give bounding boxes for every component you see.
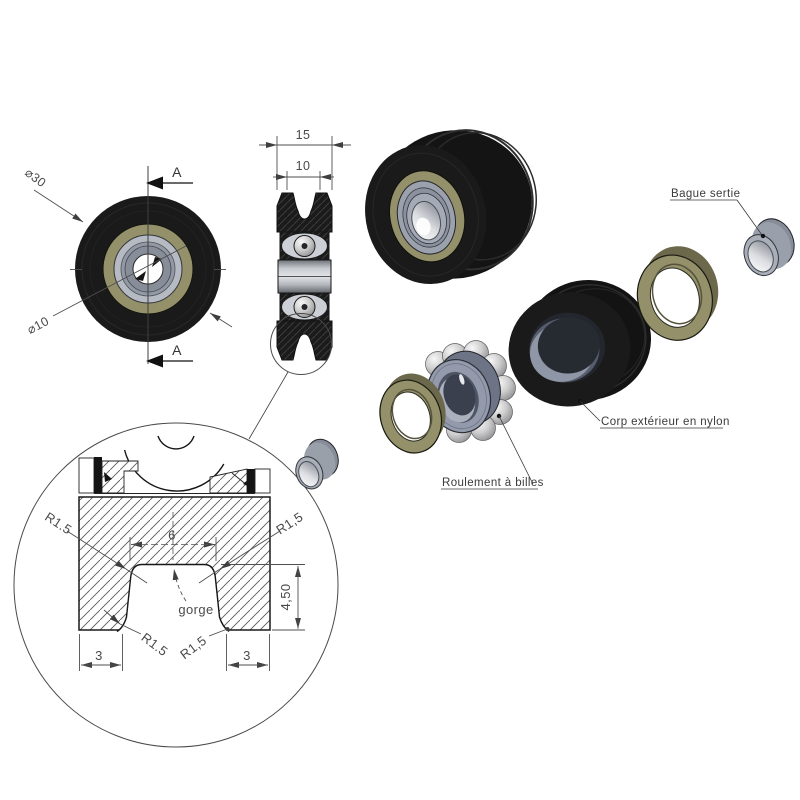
r15-br-dot xyxy=(225,627,230,631)
crimped-ring-bore xyxy=(747,240,774,273)
render-crimped-ring-small xyxy=(295,438,339,490)
dim-flange-right: 3 xyxy=(226,634,270,671)
front-view: ⌀30 ⌀10 A A xyxy=(22,164,233,368)
render-washer-right xyxy=(636,246,719,341)
crimped-ring-leader xyxy=(736,199,763,236)
render-assembled-pulley xyxy=(365,129,537,285)
pulley-bore-highlight xyxy=(416,217,431,236)
label-corp-exterieur: Corp extérieur en nylon xyxy=(577,398,730,429)
section-line-a-top: A xyxy=(146,164,193,190)
bore-diameter-label: ⌀10 xyxy=(25,314,52,337)
r15-bl-tail xyxy=(119,623,142,635)
body-hole-interior xyxy=(537,317,600,374)
washer-right-hole xyxy=(649,267,700,328)
bore-mark-left xyxy=(135,271,146,281)
render-crimped-ring xyxy=(743,218,795,277)
label-bague-sertie: Bague sertie xyxy=(670,188,766,239)
dim-groove-width: 6 xyxy=(129,528,217,561)
detail-content xyxy=(78,435,271,646)
dim-groove-depth: 4,50 xyxy=(221,564,305,631)
groove-annotation: gorge xyxy=(172,568,213,617)
section-arrow-top xyxy=(146,176,163,190)
dim-3r-text: 3 xyxy=(243,648,251,663)
r15-tr-leader xyxy=(219,530,281,570)
r15-tr-tail xyxy=(198,568,221,584)
crimped-ring-leader-dot xyxy=(760,233,766,239)
race-wall-right xyxy=(254,468,271,494)
hub-bore-glint xyxy=(459,374,465,385)
r15-tl-leader xyxy=(66,530,127,570)
detail-callout-circle xyxy=(270,313,332,375)
race-wall-left xyxy=(78,457,95,494)
ball-bearing-label: Roulement à billes xyxy=(442,477,544,489)
section-line-a-bottom: A xyxy=(146,342,193,368)
groove-profile-bottom xyxy=(276,320,333,361)
render-washer-left xyxy=(379,373,446,454)
dim-10-text: 10 xyxy=(296,159,311,173)
bearing-leader xyxy=(498,415,534,485)
groove-profile-top xyxy=(276,192,333,233)
detail-callout-leader xyxy=(248,371,289,440)
gorge-leader xyxy=(172,568,187,602)
dim-450-text: 4,50 xyxy=(278,584,293,611)
label-roulement: Roulement à billes xyxy=(441,413,544,490)
body-leader xyxy=(579,400,601,422)
seal-bar-left xyxy=(94,457,102,493)
groove-cutout-outline xyxy=(116,563,230,633)
pulley-face-ring xyxy=(372,152,479,277)
bearing-band-top xyxy=(279,231,330,261)
outer-body-label: Corp extérieur en nylon xyxy=(601,416,730,428)
bearing-ball-center-bottom xyxy=(301,304,308,310)
outer-diameter-leader xyxy=(33,189,84,223)
hub-bore-interior xyxy=(443,374,476,416)
dim-flange-left: 3 xyxy=(79,634,123,671)
bore-seat-arc xyxy=(157,435,195,450)
outer-diameter-label: ⌀30 xyxy=(22,165,49,190)
groove-cutout-fill xyxy=(117,564,229,646)
r15-br-leader xyxy=(208,629,227,637)
seal-bar-right xyxy=(247,469,255,493)
bearing-band-bottom xyxy=(279,292,330,322)
washer-right-hole-edge xyxy=(651,263,703,325)
section-arrow-bottom xyxy=(146,354,163,368)
dim-6-text: 6 xyxy=(168,528,176,543)
dim-3l-text: 3 xyxy=(95,648,103,663)
r15-tl-tail xyxy=(125,568,148,584)
r15-bl-leader xyxy=(103,609,121,625)
washer-left-hole xyxy=(390,391,431,442)
detail-view: 6 4,50 3 3 R xyxy=(13,422,339,748)
section-letter-bottom: A xyxy=(172,342,182,358)
diagonal-centerline xyxy=(52,245,187,317)
crimp-arrow-left xyxy=(104,472,112,482)
gorge-text: gorge xyxy=(178,602,213,617)
side-section-view: 15 10 xyxy=(248,128,351,440)
dim-15-text: 15 xyxy=(296,128,311,142)
edge-arrow-lower-right xyxy=(209,312,233,328)
bearing-ball-center-top xyxy=(301,243,308,249)
render-nylon-body xyxy=(508,280,652,407)
section-letter-top: A xyxy=(172,164,182,180)
crimped-ring-label: Bague sertie xyxy=(671,188,740,200)
small-ring-bore xyxy=(298,461,320,488)
detail-bubble-stroke xyxy=(13,422,339,748)
washer-left-hole-edge xyxy=(391,388,433,440)
